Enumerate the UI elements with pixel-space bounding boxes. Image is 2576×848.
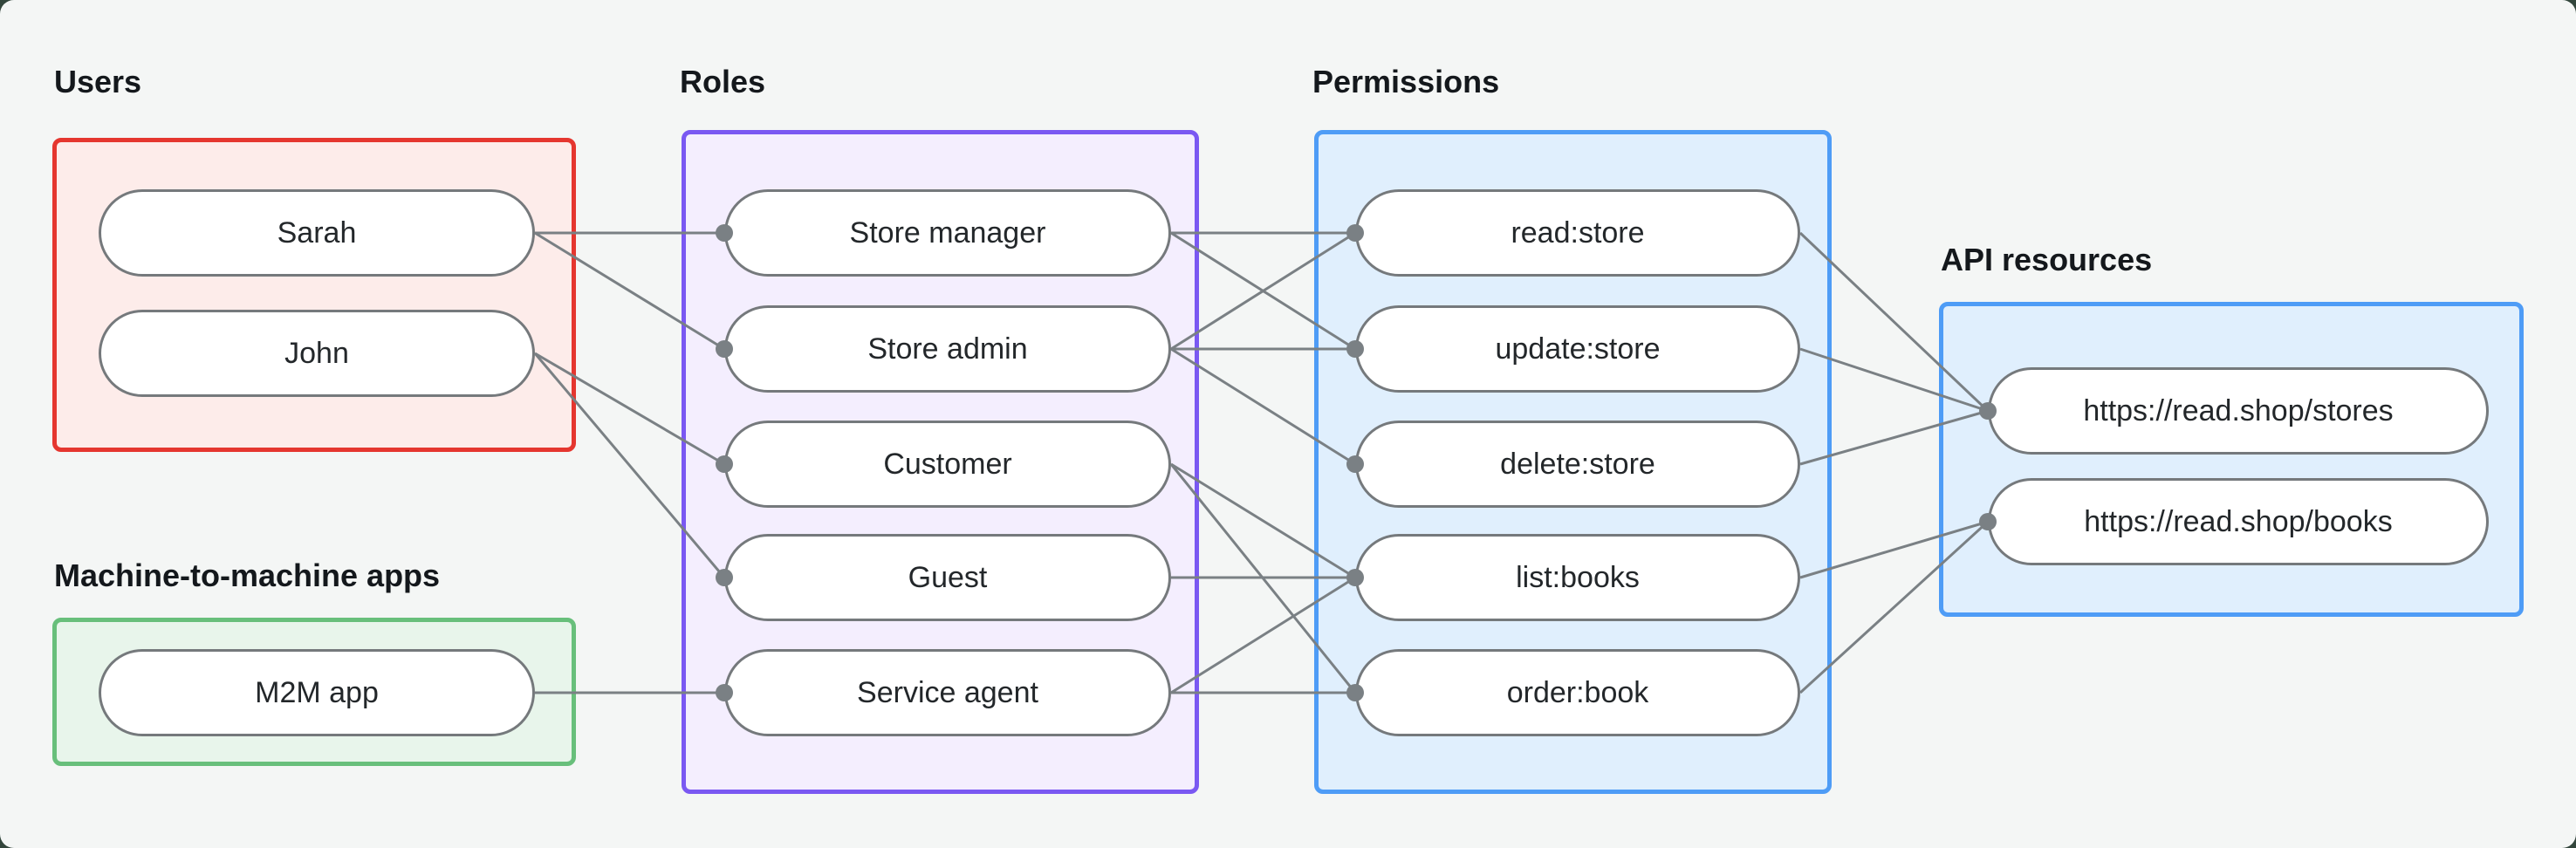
permission-node-list-books: list:books: [1355, 534, 1800, 621]
api-resources-section-label: API resources: [1941, 242, 2153, 277]
m2m-apps-section-label: Machine-to-machine apps: [54, 557, 441, 593]
users-section-label: Users: [54, 64, 142, 99]
m2m-app-node: M2M app: [99, 649, 535, 736]
role-node-customer: Customer: [724, 421, 1171, 508]
user-node-john: John: [99, 310, 535, 397]
role-node-store-admin: Store admin: [724, 305, 1171, 393]
roles-section-label: Roles: [680, 64, 766, 99]
permissions-section-label: Permissions: [1312, 64, 1500, 99]
role-node-service-agent: Service agent: [724, 649, 1171, 736]
permission-node-delete-store: delete:store: [1355, 421, 1800, 508]
role-node-store-manager: Store manager: [724, 189, 1171, 277]
users-group-box: [52, 138, 576, 452]
permission-node-update-store: update:store: [1355, 305, 1800, 393]
permission-node-order-book: order:book: [1355, 649, 1800, 736]
api-resource-node-books: https://read.shop/books: [1988, 478, 2489, 565]
role-node-guest: Guest: [724, 534, 1171, 621]
user-node-sarah: Sarah: [99, 189, 535, 277]
api-resource-node-stores: https://read.shop/stores: [1988, 367, 2489, 455]
permission-node-read-store: read:store: [1355, 189, 1800, 277]
api-resources-group-box: [1939, 302, 2524, 617]
